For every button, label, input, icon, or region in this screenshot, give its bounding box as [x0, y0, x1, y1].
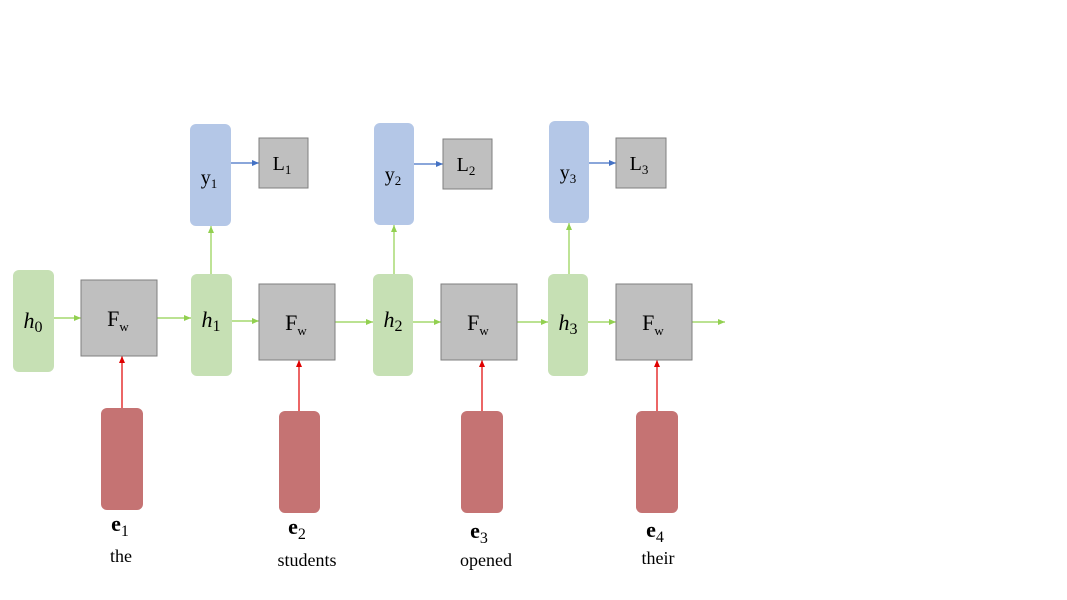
function-f2: Fw	[258, 283, 336, 361]
loss-l2: L2	[442, 138, 493, 190]
word-label: students	[277, 550, 336, 570]
embedding-e2: e2	[279, 411, 320, 543]
function-label: Fw	[285, 310, 307, 338]
hidden-state-label: h1	[202, 307, 221, 335]
hidden-states: h0 h1 h2 h3	[13, 270, 588, 376]
embedding-label: e4	[646, 517, 664, 546]
loss-label: L3	[630, 153, 649, 177]
output-box	[549, 121, 589, 223]
loss-label: L2	[457, 154, 476, 178]
function-label: Fw	[642, 310, 664, 338]
hidden-state-box	[548, 274, 588, 376]
embedding-box	[636, 411, 678, 513]
embedding-nodes: e1 e2 e3 e4	[101, 408, 678, 547]
loss-nodes: L1 L2 L3	[258, 137, 667, 190]
embedding-box	[279, 411, 320, 513]
hidden-state-box	[13, 270, 54, 372]
output-y1: y1	[190, 124, 231, 226]
function-box	[615, 283, 693, 361]
function-box	[258, 283, 336, 361]
loss-label: L1	[273, 153, 292, 177]
embedding-label: e1	[111, 511, 129, 540]
output-nodes: y1 y2 y3	[190, 121, 589, 226]
arrows	[54, 160, 725, 411]
loss-box	[615, 137, 667, 189]
embedding-e4: e4	[636, 411, 678, 546]
word-label: the	[110, 546, 132, 566]
hidden-state-h3: h3	[548, 274, 588, 376]
input-words: the students opened their	[110, 546, 675, 570]
loss-box	[258, 137, 309, 189]
hidden-state-h1: h1	[191, 274, 232, 376]
hidden-state-label: h0	[24, 308, 43, 336]
function-box	[440, 283, 518, 361]
function-f1: Fw	[80, 279, 158, 357]
hidden-state-box	[191, 274, 232, 376]
output-label: y2	[385, 164, 402, 188]
function-label: Fw	[107, 306, 129, 334]
output-box	[374, 123, 414, 225]
output-y2: y2	[374, 123, 414, 225]
embedding-label: e2	[288, 514, 306, 543]
function-f3: Fw	[440, 283, 518, 361]
output-label: y3	[560, 162, 577, 186]
hidden-state-label: h3	[559, 310, 578, 338]
hidden-state-h0: h0	[13, 270, 54, 372]
function-nodes: Fw Fw Fw Fw	[80, 279, 693, 361]
output-box	[190, 124, 231, 226]
function-box	[80, 279, 158, 357]
loss-box	[442, 138, 493, 190]
embedding-box	[461, 411, 503, 513]
hidden-state-box	[373, 274, 413, 376]
function-label: Fw	[467, 310, 489, 338]
output-label: y1	[201, 167, 218, 191]
embedding-box	[101, 408, 143, 510]
embedding-e1: e1	[101, 408, 143, 540]
hidden-state-label: h2	[384, 307, 403, 335]
function-f4: Fw	[615, 283, 693, 361]
embedding-label: e3	[470, 518, 488, 547]
output-y3: y3	[549, 121, 589, 223]
word-label: their	[642, 548, 675, 568]
loss-l3: L3	[615, 137, 667, 189]
loss-l1: L1	[258, 137, 309, 189]
embedding-e3: e3	[461, 411, 503, 547]
word-label: opened	[460, 550, 512, 570]
hidden-state-h2: h2	[373, 274, 413, 376]
